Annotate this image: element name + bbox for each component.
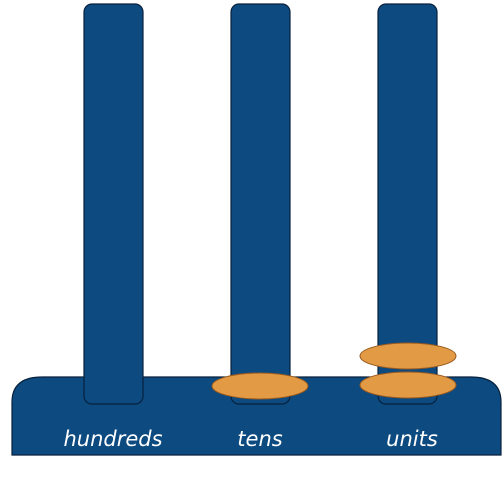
bead	[359, 342, 457, 370]
beads-tens	[211, 372, 309, 400]
label-hundreds: hundreds	[63, 427, 162, 451]
bead	[211, 372, 309, 400]
rod-hundreds	[83, 3, 144, 405]
label-units: units	[386, 427, 438, 451]
rod-units	[377, 3, 438, 405]
label-tens: tens	[237, 427, 282, 451]
beads-units	[359, 342, 457, 399]
rod-tens	[230, 3, 291, 405]
bead	[359, 371, 457, 399]
